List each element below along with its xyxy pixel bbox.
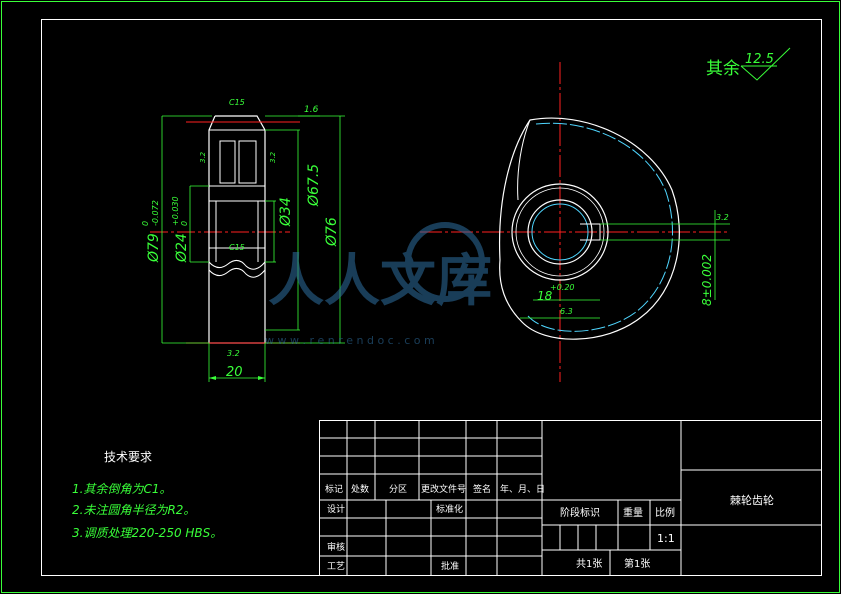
tech-req-title: 技术要求 (104, 450, 152, 464)
d24-tol-upper: +0.030 (171, 196, 180, 226)
top-chamfer-label: C15 (229, 98, 245, 107)
title-block (319, 420, 822, 576)
side-view: C15 C15 1.6 3.2 3.2 3.2 Ø79 0 -0.072 Ø24… (141, 98, 345, 382)
tb-design: 设计 (327, 503, 345, 515)
key-depth-rough: 6.3 (560, 307, 573, 316)
rough-right-label: 3.2 (269, 151, 277, 163)
tb-scale-label: 比例 (655, 506, 675, 519)
tb-sheets-total: 共1张 (576, 558, 602, 570)
tb-approve: 批准 (441, 560, 459, 572)
title-block-text: 标记 处数 分区 更改文件号 签名 年、月、日 设计 标准化 审核 工艺 批准 … (325, 483, 774, 572)
watermark: 人人文库 w w w . r e n r e n d o c . c o m (265, 222, 492, 347)
tech-req-item-1: 1.其余倒角为C1。 (72, 482, 171, 496)
d34-label: Ø34 (278, 197, 294, 227)
tb-mark: 标记 (325, 483, 343, 495)
tech-req-item-2: 2.未注圆角半径为R2。 (72, 503, 195, 517)
tb-date: 年、月、日 (500, 483, 545, 495)
key-depth-label: 18 (537, 289, 553, 303)
tb-scale-value: 1:1 (657, 532, 675, 545)
width-label: 20 (226, 365, 243, 380)
roughness-symbol: 其余 12.5 (706, 47, 791, 81)
tb-standard: 标准化 (436, 503, 463, 515)
tb-weight: 重量 (623, 506, 643, 519)
tb-signature: 签名 (473, 483, 491, 495)
key-width-label: 8±0.002 (700, 254, 714, 306)
top-tolerance-label: 1.6 (304, 105, 319, 115)
tb-change-doc: 更改文件号 (421, 483, 466, 495)
tech-requirements: 技术要求 1.其余倒角为C1。 2.未注圆角半径为R2。 3.调质处理220-2… (72, 450, 222, 540)
tb-count: 处数 (351, 483, 369, 495)
tech-req-item-3: 3.调质处理220-250 HBS。 (72, 526, 222, 540)
watermark-cn: 人人文库 (268, 249, 492, 314)
key-depth-tol: +0.20 (550, 283, 575, 292)
rough-left-label: 3.2 (199, 151, 207, 163)
tb-part-name: 棘轮齿轮 (730, 493, 774, 507)
roughness-label: 其余 (706, 59, 740, 79)
d24-tol-lower: 0 (180, 221, 189, 226)
roughness-value: 12.5 (745, 52, 774, 67)
tb-process: 工艺 (327, 561, 345, 572)
watermark-url: w w w . r e n r e n d o c . c o m (265, 334, 435, 347)
mid-chamfer-label: C15 (229, 243, 245, 252)
d79-tol-lower: -0.072 (151, 200, 160, 226)
d79-tol-upper: 0 (141, 221, 150, 226)
d675-label: Ø67.5 (306, 164, 322, 207)
front-view: 3.2 18 +0.20 6.3 8±0.002 (420, 62, 730, 382)
tb-review: 审核 (327, 541, 345, 553)
d79-label: Ø79 (146, 233, 162, 263)
tb-zone: 分区 (389, 484, 407, 495)
d24-label: Ø24 (174, 233, 190, 263)
bottom-rough-label: 3.2 (227, 349, 240, 358)
d76-label: Ø76 (324, 217, 340, 247)
key-rough-label: 3.2 (716, 213, 729, 222)
tb-sheet-no: 第1张 (624, 557, 650, 570)
tb-stage-mark: 阶段标识 (560, 506, 600, 519)
